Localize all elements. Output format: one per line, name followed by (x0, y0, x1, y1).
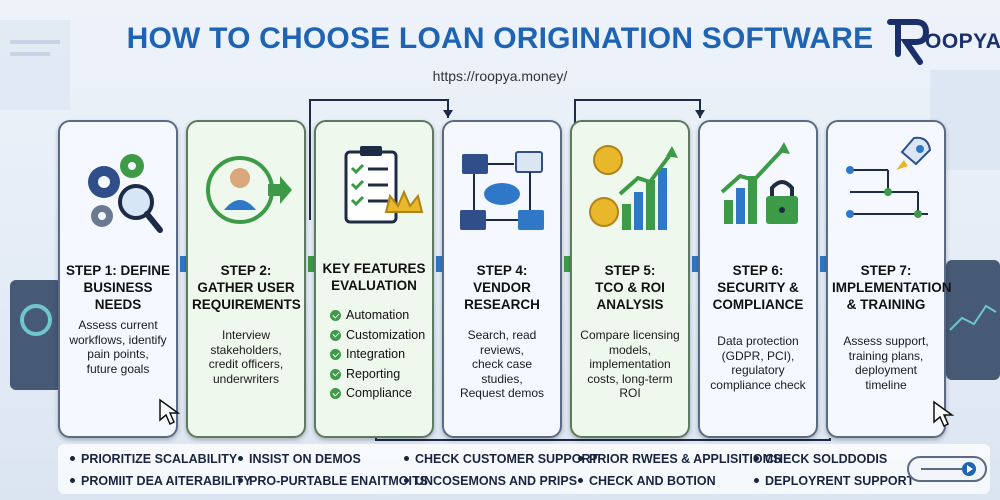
tip-item: DEPLOYRENT SUPPORT (754, 474, 914, 488)
step-title: STEP 6: SECURITY & COMPLIANCE (704, 262, 812, 313)
step-title: STEP 4: VENDOR RESEARCH (448, 262, 556, 313)
check-icon (330, 349, 341, 360)
step-card-4[interactable]: STEP 4: VENDOR RESEARCH Search, read rev… (442, 120, 562, 438)
checklist-crown-icon (316, 130, 432, 250)
rocket-path-icon (828, 130, 944, 250)
tip-item: UNCOSEMONS AND PRIPS (404, 474, 577, 488)
step-title: STEP 1: DEFINE BUSINESS NEEDS (64, 262, 172, 313)
tip-item: CHECK CUSTOMER SUPPORT (404, 452, 598, 466)
step-description: Assess current workflows, identify pain … (66, 318, 170, 376)
feature-item: Reporting (330, 365, 425, 385)
step-card-6[interactable]: STEP 6: SECURITY & COMPLIANCE Data prote… (698, 120, 818, 438)
tip-item: PRIOR RWEES & APPLISITIOMS (578, 452, 781, 466)
step-card-1[interactable]: STEP 1: DEFINE BUSINESS NEEDS Assess cur… (58, 120, 178, 438)
arrow-right-icon (909, 458, 985, 480)
step-title: KEY FEATURES EVALUATION (320, 260, 428, 294)
step-card-7[interactable]: STEP 7: IMPLEMENTATION & TRAINING Assess… (826, 120, 946, 438)
chart-lock-icon (700, 130, 816, 250)
feature-item: Customization (330, 326, 425, 346)
feature-item: Compliance (330, 384, 425, 404)
step-card-5[interactable]: STEP 5: TCO & ROI ANALYSIS Compare licen… (570, 120, 690, 438)
scroll-button[interactable] (907, 456, 987, 482)
step-description: Compare licensing models, implementation… (578, 328, 682, 401)
feature-item: Automation (330, 306, 425, 326)
gears-magnifier-icon (60, 130, 176, 250)
step-description: Search, read reviews, check case studies… (450, 328, 554, 401)
step-description: Assess support, training plans, deployme… (834, 334, 938, 392)
check-icon (330, 330, 341, 341)
step-title: STEP 2: GATHER USER REQUIREMENTS (192, 262, 300, 313)
check-icon (330, 310, 341, 321)
cursor-icon (158, 398, 182, 426)
check-icon (330, 369, 341, 380)
cursor-icon (932, 400, 956, 428)
tip-item: PRIORITIZE SCALABILITY (70, 452, 237, 466)
tip-item: CHECK SOLDDODIS (754, 452, 887, 466)
coins-growth-icon (572, 130, 688, 250)
vendor-network-icon (444, 130, 560, 250)
tip-item: PROMIIT DEA AITERABILITY (70, 474, 252, 488)
feature-item: Integration (330, 345, 425, 365)
feature-list: Automation Customization Integration Rep… (330, 306, 425, 404)
step-description: Interview stakeholders, credit officers,… (194, 328, 298, 386)
step-card-2[interactable]: STEP 2: GATHER USER REQUIREMENTS Intervi… (186, 120, 306, 438)
step-card-3[interactable]: KEY FEATURES EVALUATION Automation Custo… (314, 120, 434, 438)
tip-item: INSIST ON DEMOS (238, 452, 361, 466)
tip-item: PRO-PURTABLE ENAITMOITS (238, 474, 428, 488)
step-title: STEP 5: TCO & ROI ANALYSIS (576, 262, 684, 313)
step-description: Data protection (GDPR, PCI), regulatory … (706, 334, 810, 392)
tip-item: CHECK AND BOTION (578, 474, 716, 488)
user-arrow-icon (188, 130, 304, 250)
step-title: STEP 7: IMPLEMENTATION & TRAINING (832, 262, 940, 313)
check-icon (330, 388, 341, 399)
